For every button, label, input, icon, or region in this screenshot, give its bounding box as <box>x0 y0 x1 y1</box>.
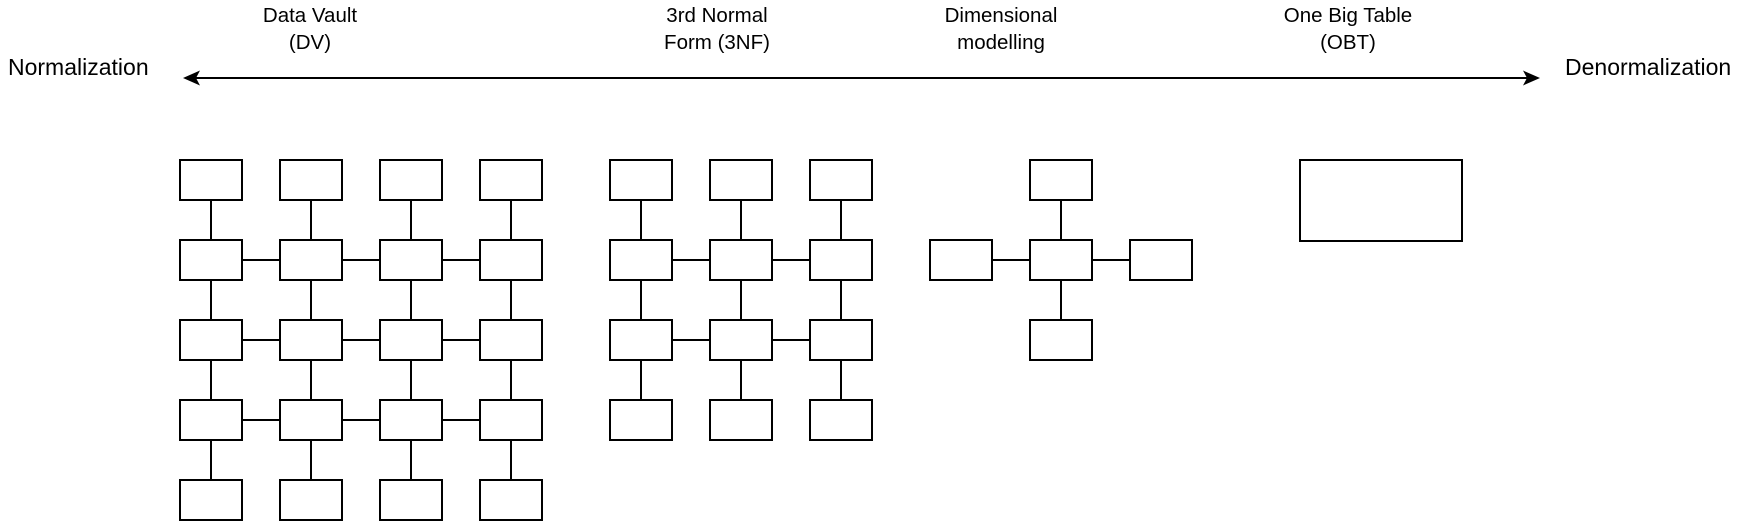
third-normal-form-table-box <box>809 239 873 281</box>
dimensional-star-dimension-box <box>1129 239 1193 281</box>
data-vault-table-box <box>379 319 443 361</box>
third-normal-form-table-box <box>609 239 673 281</box>
data-vault-table-box <box>479 399 543 441</box>
dimensional-star-dimension-box <box>1029 159 1093 201</box>
approach-label-data-vault: Data Vault (DV) <box>263 2 357 56</box>
dimensional-star-dimension-box <box>929 239 993 281</box>
dimensional-star-dimension-box <box>1029 319 1093 361</box>
approach-label-line: Data Vault <box>262 4 358 27</box>
axis-right-label: Denormalization <box>1565 54 1732 80</box>
approach-label-line: Dimensional <box>944 4 1058 27</box>
data-vault-table-box <box>179 319 243 361</box>
data-vault-table-box <box>479 319 543 361</box>
approach-label-line: Form (3NF) <box>664 31 770 54</box>
third-normal-form-table-box <box>709 319 773 361</box>
third-normal-form-table-box <box>709 239 773 281</box>
approach-label-dimensional: Dimensional modelling <box>945 2 1058 56</box>
approach-label-line: (DV) <box>288 31 332 54</box>
third-normal-form-table-box <box>709 159 773 201</box>
approach-label-line: modelling <box>957 31 1045 54</box>
third-normal-form-table-box <box>809 319 873 361</box>
data-vault-table-box <box>179 399 243 441</box>
data-vault-table-box <box>179 239 243 281</box>
data-vault-table-box <box>179 479 243 521</box>
data-vault-table-box <box>279 159 343 201</box>
approach-label-obt: One Big Table (OBT) <box>1284 2 1412 56</box>
data-vault-table-box <box>379 159 443 201</box>
data-vault-table-box <box>279 399 343 441</box>
data-vault-table-box <box>479 479 543 521</box>
arrowhead-right-icon <box>1523 70 1540 86</box>
third-normal-form-table-box <box>809 159 873 201</box>
approach-label-line: One Big Table <box>1283 4 1413 27</box>
data-vault-table-box <box>379 479 443 521</box>
third-normal-form-table-box <box>809 399 873 441</box>
data-vault-table-box <box>279 319 343 361</box>
third-normal-form-table-box <box>609 399 673 441</box>
approach-label-line: (OBT) <box>1320 31 1376 54</box>
third-normal-form-table-box <box>609 159 673 201</box>
data-vault-table-box <box>279 479 343 521</box>
data-vault-table-box <box>479 239 543 281</box>
data-vault-table-box <box>379 239 443 281</box>
arrowhead-left-icon <box>183 70 200 86</box>
data-vault-table-box <box>379 399 443 441</box>
data-vault-table-box <box>279 239 343 281</box>
one-big-table-table-box <box>1299 159 1463 242</box>
data-vault-table-box <box>179 159 243 201</box>
third-normal-form-table-box <box>609 319 673 361</box>
dimensional-star-fact-box <box>1029 239 1093 281</box>
approach-label-3nf: 3rd Normal Form (3NF) <box>664 2 770 56</box>
third-normal-form-table-box <box>709 399 773 441</box>
data-vault-table-box <box>479 159 543 201</box>
axis-left-label: Normalization <box>8 54 149 80</box>
approach-label-line: 3rd Normal <box>666 4 768 27</box>
